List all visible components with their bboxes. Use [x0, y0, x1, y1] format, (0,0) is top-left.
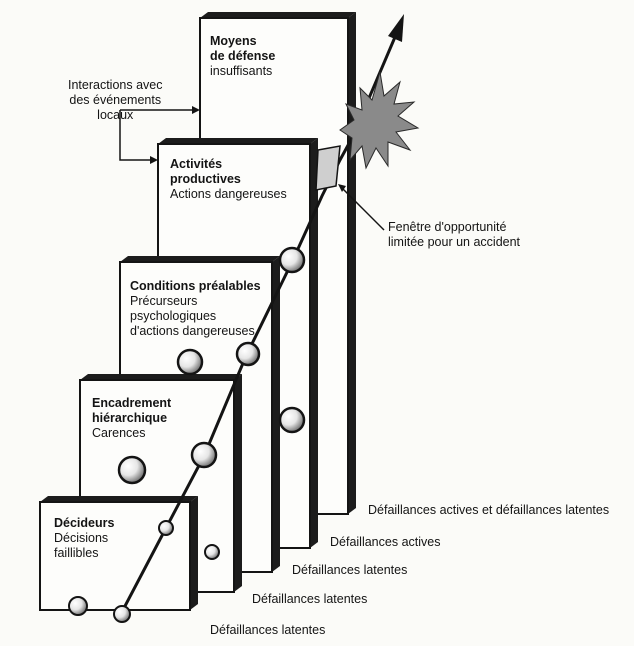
- hole-icon: [68, 596, 88, 616]
- layer-subtitle: faillibles: [54, 546, 99, 560]
- layer-subtitle: psychologiques: [130, 309, 217, 323]
- annotation-line: des événements: [69, 93, 162, 107]
- layer-decision-makers-label: Décideurs Décisions faillibles: [54, 516, 114, 561]
- annotation-line: Interactions avec: [68, 78, 163, 92]
- layer-title: Encadrement: [92, 396, 172, 410]
- hole-icon: [204, 544, 220, 560]
- hole-icon: [190, 441, 218, 469]
- hole-icon: [117, 455, 147, 485]
- layer-title: Moyens: [210, 34, 257, 48]
- accident-burst-icon: [339, 71, 420, 170]
- layer-title: productives: [170, 172, 241, 186]
- layer-title: Activités: [170, 157, 223, 171]
- layer-title: hiérarchique: [92, 411, 168, 425]
- failure-label: Défaillances latentes: [210, 623, 326, 637]
- hole-icon: [278, 246, 306, 274]
- layer-defenses-label: Moyens de défense insuffisants: [210, 34, 275, 79]
- hole-icon: [278, 406, 306, 434]
- failure-label: Défaillances actives: [330, 535, 441, 549]
- layer-subtitle: Carences: [92, 426, 146, 440]
- hole-icon: [235, 341, 261, 367]
- window-connector: [338, 184, 385, 231]
- layer-subtitle: Décisions: [54, 531, 109, 545]
- hole-icon: [158, 520, 174, 536]
- layer-subtitle: Actions dangereuses: [170, 187, 287, 201]
- annotation-line: limitée pour un accident: [388, 235, 521, 249]
- local-events-annotation: Interactions avec des événements locaux: [68, 78, 163, 123]
- annotation-line: Fenêtre d'opportunité: [388, 220, 507, 234]
- hole-icon: [176, 348, 204, 376]
- hole-icon: [113, 605, 131, 623]
- layer-title: Décideurs: [54, 516, 115, 530]
- layer-holes: [68, 145, 341, 623]
- layer-decision-makers-panel: [39, 496, 198, 611]
- layer-line-management-label: Encadrement hiérarchique Carences: [92, 396, 171, 441]
- failure-label: Défaillances actives et défaillances lat…: [368, 503, 610, 517]
- window-gap: [315, 145, 341, 191]
- layer-subtitle: Précurseurs: [130, 294, 198, 308]
- local-events-connector: [119, 106, 200, 164]
- layer-preconditions-label: Conditions préalables Précurseurs psycho…: [130, 279, 261, 339]
- layer-productive-activities-label: Activités productives Actions dangereuse…: [170, 157, 287, 202]
- trajectory-arrowhead-icon: [388, 14, 404, 42]
- layer-title: Conditions préalables: [130, 279, 261, 293]
- layer-subtitle: d'actions dangereuses: [130, 324, 255, 338]
- layer-subtitle: insuffisants: [210, 64, 273, 78]
- window-annotation: Fenêtre d'opportunité limitée pour un ac…: [388, 220, 520, 250]
- failure-label: Défaillances latentes: [252, 592, 368, 606]
- annotation-line: locaux: [97, 108, 134, 122]
- failure-label: Défaillances latentes: [292, 563, 408, 577]
- layer-title: de défense: [210, 49, 276, 63]
